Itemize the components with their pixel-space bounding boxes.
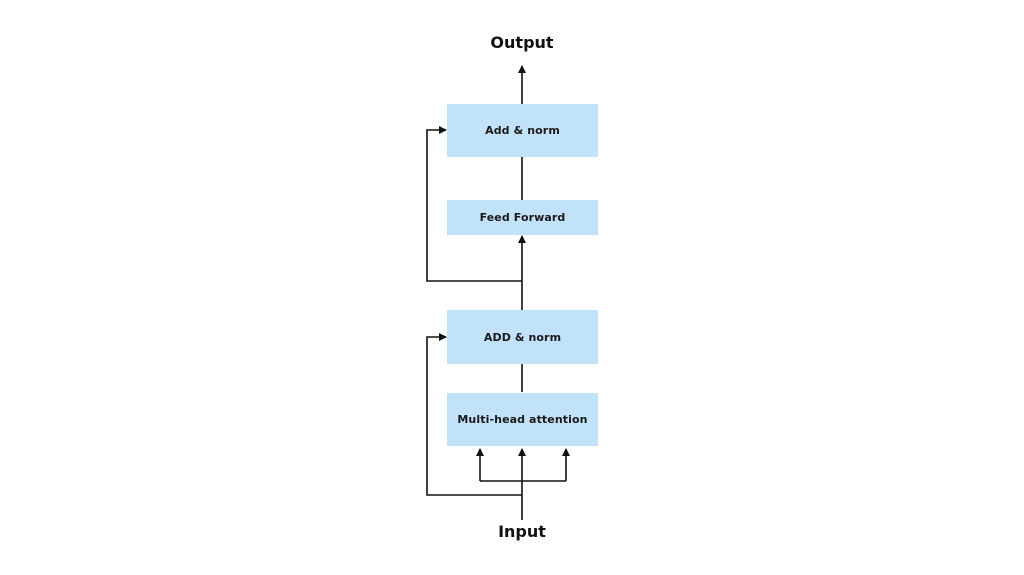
add-norm-top-label: Add & norm: [485, 124, 560, 137]
multi-head-attention-block: Multi-head attention: [447, 393, 598, 446]
feed-forward-label: Feed Forward: [479, 211, 566, 224]
add-norm-bottom-block: ADD & norm: [447, 310, 598, 364]
feed-forward-block: Feed Forward: [447, 200, 598, 235]
input-label: Input: [498, 522, 546, 541]
residual-connection-1-arrow: [426, 333, 522, 496]
add-norm-top-block: Add & norm: [447, 104, 598, 157]
output-label: Output: [490, 33, 554, 52]
multi-head-attention-label: Multi-head attention: [457, 413, 588, 426]
residual-connection-2-arrow: [426, 126, 522, 282]
add-norm-bottom-label: ADD & norm: [483, 330, 562, 344]
